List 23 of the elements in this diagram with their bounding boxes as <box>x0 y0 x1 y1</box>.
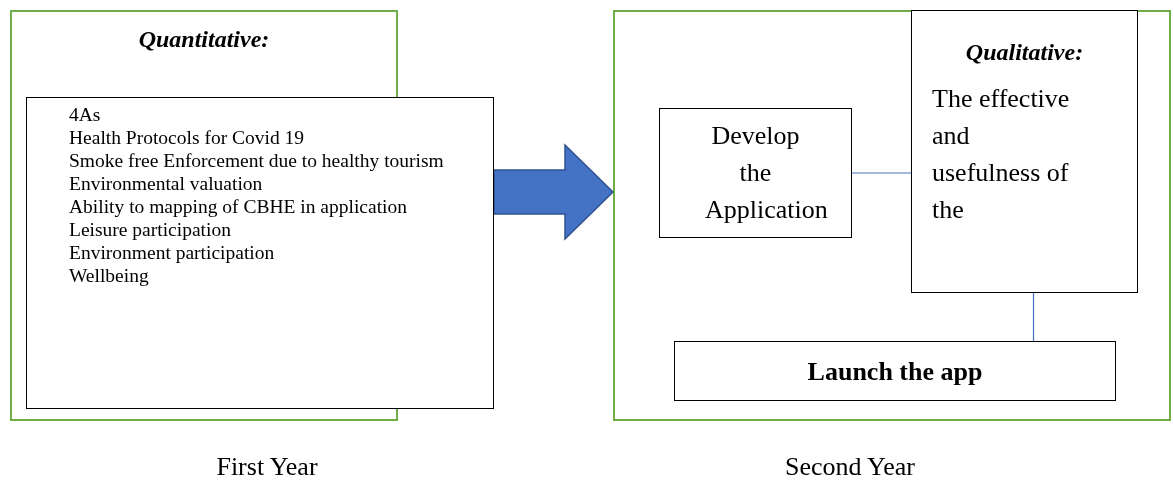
rectangle-frame <box>613 10 1171 421</box>
connector-line <box>1032 292 1035 342</box>
list-item: Ability to mapping of CBHE in application <box>69 195 408 218</box>
node-label: Second Year <box>785 452 915 482</box>
text-box <box>26 97 494 409</box>
heading: Quantitative: <box>137 26 271 53</box>
block-arrow <box>493 143 615 241</box>
text-box <box>659 108 852 238</box>
box-text: Develop the Application <box>704 120 829 226</box>
list-item: Environmental valuation <box>69 172 264 195</box>
text-box <box>911 10 1138 293</box>
list-item: Leisure participation <box>69 218 232 241</box>
box-text: The effective and usefulness of the <box>931 83 1071 226</box>
heading: Qualitative: <box>964 39 1085 66</box>
node-label: First Year <box>216 452 318 482</box>
list-item: Health Protocols for Covid 19 <box>69 126 306 149</box>
list-item: 4As <box>69 103 102 126</box>
list-item: Environment participation <box>69 241 276 264</box>
text-box <box>674 341 1116 401</box>
list-item: Smoke free Enforcement due to healthy tourism <box>69 149 445 172</box>
list-item: Wellbeing <box>69 264 150 287</box>
box-text: Launch the app <box>806 356 984 388</box>
connector-line <box>851 172 912 174</box>
